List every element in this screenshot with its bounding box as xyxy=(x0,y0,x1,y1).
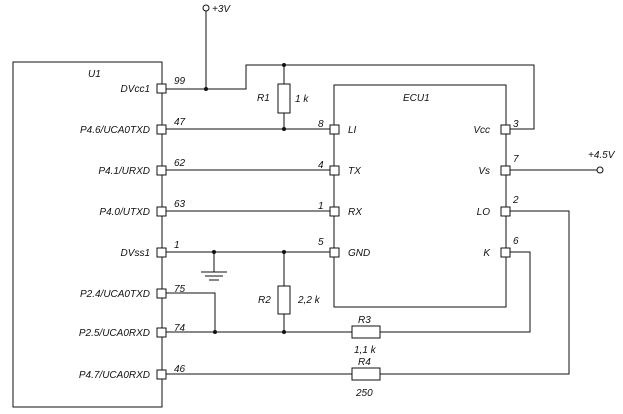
u1-pin-62 xyxy=(156,165,167,176)
ecu-pin-label: GND xyxy=(348,248,370,259)
resistor-r4 xyxy=(351,367,381,381)
u1-pin-label: P4.0/UTXD xyxy=(99,207,150,218)
ecu-pin-number: 1 xyxy=(318,201,324,212)
u1-pin-number: 99 xyxy=(174,76,186,87)
u1-pin-number: 75 xyxy=(174,284,186,295)
r1-value: 1 k xyxy=(295,94,309,105)
junction-dot xyxy=(204,87,208,91)
resistor-r2 xyxy=(277,285,291,315)
r2-value: 2,2 k xyxy=(297,295,321,306)
u1-pin-63 xyxy=(156,206,167,217)
r3-name: R3 xyxy=(358,315,371,326)
u1-pin-label: P4.1/URXD xyxy=(98,166,150,177)
u1-pin-number: 62 xyxy=(174,158,186,169)
r2-name: R2 xyxy=(258,295,271,306)
u1-pin-75 xyxy=(156,288,167,299)
ecu-pin-2 xyxy=(500,206,511,217)
supply-3v-label: +3V xyxy=(212,4,231,15)
u1-pin-label: P2.5/UCA0RXD xyxy=(79,328,150,339)
u1-pin-label: P4.7/UCA0RXD xyxy=(79,370,150,381)
ecu-pin-number: 8 xyxy=(318,119,324,130)
ecu-pin-label: LI xyxy=(348,125,357,136)
u1-pin-number: 47 xyxy=(174,117,186,128)
resistor-r1 xyxy=(277,83,291,114)
ecu-pin-number: 3 xyxy=(513,119,519,130)
junction-dot xyxy=(213,330,217,334)
ecu-pin-number: 7 xyxy=(513,154,519,165)
ecu-body xyxy=(333,84,507,308)
u1-pin-label: P2.4/UCA0TXD xyxy=(80,289,150,300)
u1-pin-1 xyxy=(156,247,167,258)
r3-value: 1,1 k xyxy=(354,345,377,356)
ecu-pin-label: RX xyxy=(348,207,362,218)
ecu-pin-label: Vs xyxy=(478,166,490,177)
u1-pin-number: 74 xyxy=(174,323,186,334)
supply-3v-terminal xyxy=(202,4,210,12)
u1-pin-label: DVcc1 xyxy=(121,84,150,95)
ecu-pin-label: Vcc xyxy=(473,125,490,136)
ecu-pin-3 xyxy=(500,124,511,135)
wire-vcc-net xyxy=(166,64,535,130)
u1-pin-47 xyxy=(156,124,167,135)
ecu-title: ECU1 xyxy=(403,93,430,104)
ecu-pin-6 xyxy=(500,247,511,258)
u1-pin-99 xyxy=(156,83,167,94)
ecu-pin-7 xyxy=(500,165,511,176)
r4-name: R4 xyxy=(358,357,371,368)
u1-title: U1 xyxy=(88,69,101,80)
u1-pin-74 xyxy=(156,327,167,338)
u1-pin-number: 1 xyxy=(174,240,180,251)
ground-symbol xyxy=(201,271,227,281)
u1-pin-number: 46 xyxy=(174,364,186,375)
ecu-pin-label: TX xyxy=(348,166,361,177)
ecu-pin-8 xyxy=(329,124,340,135)
ecu-pin-number: 2 xyxy=(512,195,519,206)
u1-body xyxy=(12,61,163,408)
junction-dot xyxy=(282,127,286,131)
r1-name: R1 xyxy=(257,93,270,104)
ecu-pin-5 xyxy=(329,247,340,258)
u1-pin-label: P4.6/UCA0TXD xyxy=(80,125,150,136)
u1-pin-46 xyxy=(156,369,167,380)
ecu-pin-label: K xyxy=(483,248,491,259)
ecu-pin-4 xyxy=(329,165,340,176)
ecu-pin-number: 6 xyxy=(513,236,519,247)
wire-lo xyxy=(380,210,570,375)
u1-pin-number: 63 xyxy=(174,199,186,210)
r4-value: 250 xyxy=(355,388,373,399)
wire-k xyxy=(380,251,531,333)
supply-45v-terminal xyxy=(596,166,604,174)
ecu-pin-number: 5 xyxy=(318,237,324,248)
u1-pin-label: DVss1 xyxy=(121,248,150,259)
ecu-pin-1 xyxy=(329,206,340,217)
ecu-pin-number: 4 xyxy=(318,160,324,171)
junction-dot xyxy=(282,330,286,334)
supply-45v-label: +4.5V xyxy=(588,150,616,161)
ecu-pin-label: LO xyxy=(477,207,491,218)
resistor-r3 xyxy=(351,325,381,339)
wire-p24 xyxy=(166,292,216,332)
